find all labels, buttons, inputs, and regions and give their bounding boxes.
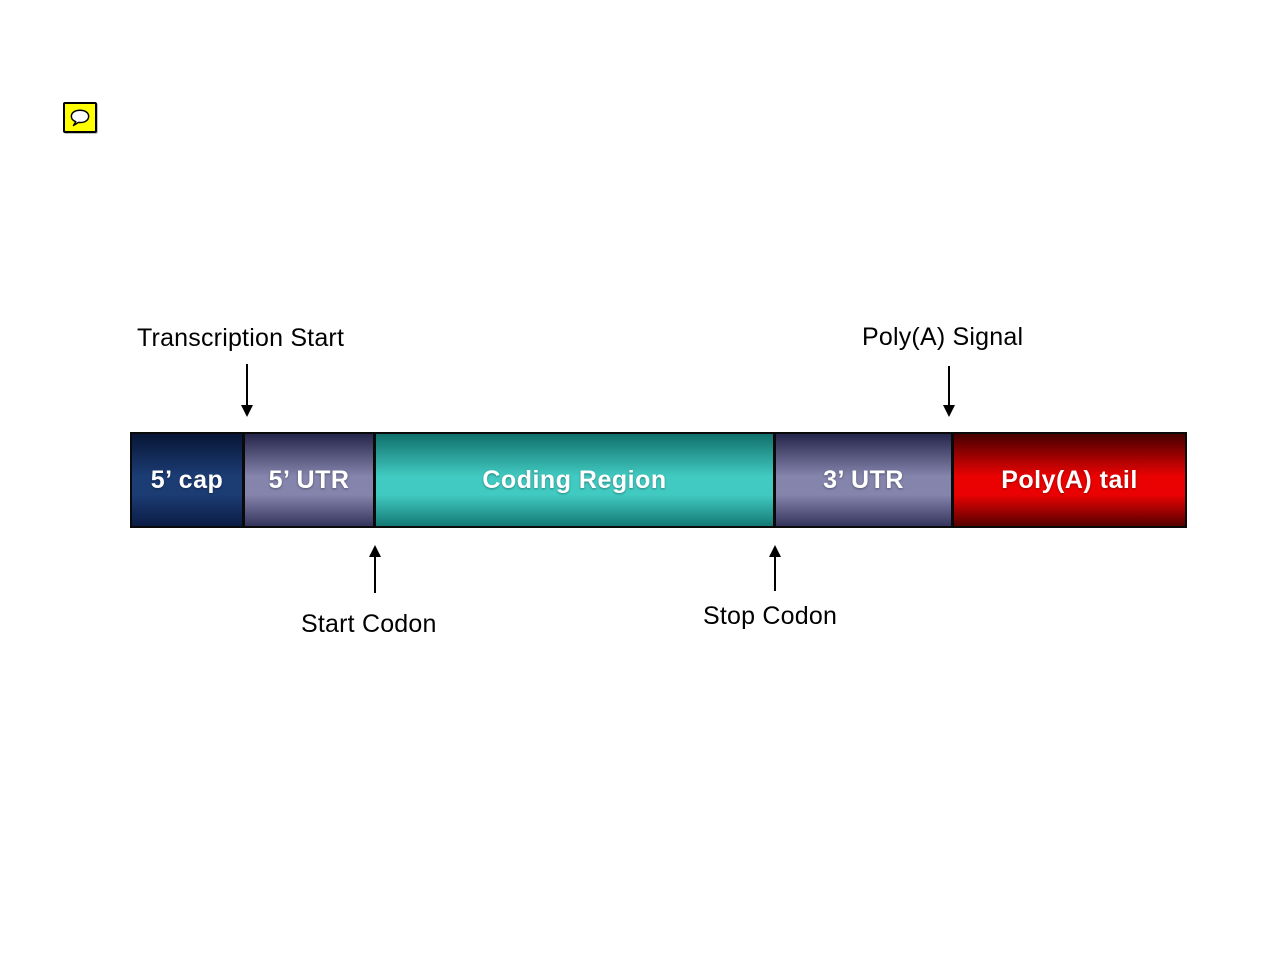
segment-5-cap: 5’ cap bbox=[130, 432, 244, 528]
segment-3-utr-label: 3’ UTR bbox=[823, 465, 904, 494]
transcription-start-label: Transcription Start bbox=[137, 324, 345, 352]
segment-3-utr: 3’ UTR bbox=[774, 432, 953, 528]
transcription-start-arrow-icon bbox=[246, 364, 248, 406]
polya-signal-label: Poly(A) Signal bbox=[862, 323, 1024, 351]
segment-5-utr: 5’ UTR bbox=[243, 432, 375, 528]
segment-polya-tail-label: Poly(A) tail bbox=[1001, 465, 1138, 494]
stop-codon-arrow-icon bbox=[774, 556, 776, 591]
speech-bubble-icon bbox=[69, 108, 91, 128]
segment-polya-tail: Poly(A) tail bbox=[952, 432, 1187, 528]
segment-5-cap-label: 5’ cap bbox=[150, 465, 224, 494]
comment-marker-button[interactable] bbox=[63, 102, 97, 133]
start-codon-label: Start Codon bbox=[301, 610, 437, 638]
mrna-structure-bar: 5’ cap 5’ UTR Coding Region 3’ UTR Poly(… bbox=[130, 432, 1187, 528]
segment-coding-region-label: Coding Region bbox=[482, 465, 667, 494]
polya-signal-arrow-icon bbox=[948, 366, 950, 406]
segment-5-utr-label: 5’ UTR bbox=[268, 465, 350, 494]
start-codon-arrow-icon bbox=[374, 556, 376, 593]
segment-coding-region: Coding Region bbox=[374, 432, 775, 528]
stop-codon-label: Stop Codon bbox=[703, 602, 838, 630]
